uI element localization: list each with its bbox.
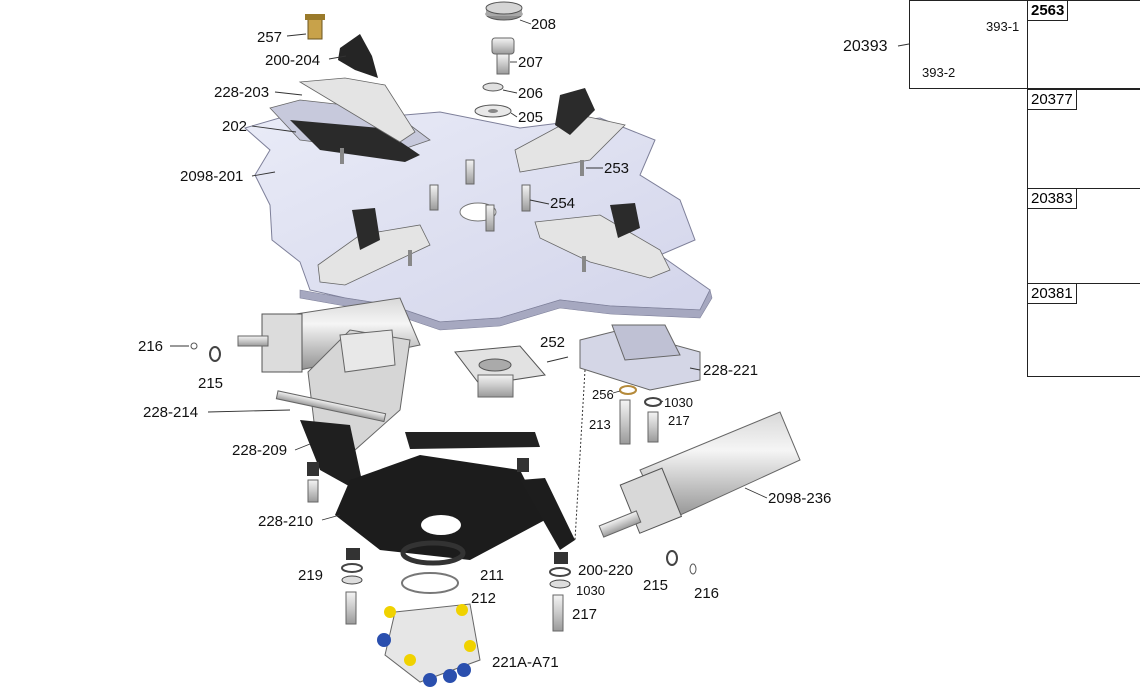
part-label-1030-bottom: 1030: [576, 583, 605, 598]
accessory-box-2563: 2563: [1027, 0, 1140, 89]
part-label-257: 257: [257, 29, 283, 46]
accessory-box-20377: 20377: [1027, 89, 1140, 189]
part-252: [454, 345, 546, 398]
part-label-228-203: 228-203: [214, 84, 270, 101]
part-label-228-210: 228-210: [258, 513, 314, 530]
kit-part-393-2: 393-2: [922, 65, 956, 80]
part-label-228-221: 228-221: [703, 362, 759, 379]
part-label-213: 213: [589, 417, 611, 432]
part-label-221A-A71: 221A-A71: [492, 654, 559, 671]
clamp-rails: [269, 77, 671, 286]
part-label-212: 212: [471, 590, 497, 607]
accessory-code-20383: 20383: [1028, 189, 1077, 209]
part-label-217-right: 217: [668, 413, 690, 428]
part-label-215-right: 215: [643, 577, 669, 594]
accessory-code-20381: 20381: [1028, 284, 1077, 304]
part-label-208: 208: [531, 16, 557, 33]
part-label-200-204: 200-204: [265, 52, 321, 69]
part-label-228-209: 228-209: [232, 442, 288, 459]
part-label-216-left: 216: [138, 338, 164, 355]
part-label-228-214: 228-214: [143, 404, 199, 421]
kit-code-20393: 20393: [843, 38, 888, 55]
accessory-box-20383: 20383: [1027, 188, 1140, 284]
part-label-1030-right: 1030: [664, 395, 693, 410]
kit-20393-box: [909, 0, 1029, 89]
part-label-256: 256: [592, 387, 614, 402]
part-label-2098-236: 2098-236: [768, 490, 832, 507]
part-label-215-left: 215: [198, 375, 224, 392]
base-plate: [335, 432, 575, 594]
part-label-202: 202: [222, 118, 248, 135]
part-label-252: 252: [540, 334, 566, 351]
plate-bolts: [340, 148, 586, 272]
accessory-code-2563: 2563: [1028, 1, 1069, 21]
accessory-code-20377: 20377: [1028, 90, 1077, 110]
bracket-assembly: [275, 329, 411, 495]
part-label-253: 253: [604, 160, 630, 177]
kit-part-393-1: 393-1: [986, 19, 1020, 34]
part-label-200-220: 200-220: [578, 562, 634, 579]
part-label-216-right: 216: [694, 585, 720, 602]
leader-lines: [170, 19, 1024, 521]
block-228-221: [574, 324, 701, 541]
part-label-2098-201: 2098-201: [180, 168, 244, 185]
bottom-fasteners: [307, 385, 662, 632]
part-label-205: 205: [518, 109, 544, 126]
valve-221A-A71: [377, 603, 481, 687]
part-label-206: 206: [518, 85, 544, 102]
right-cylinder: [598, 411, 801, 575]
part-label-207: 207: [518, 54, 544, 71]
part-label-217-bottom: 217: [572, 606, 598, 623]
part-label-211: 211: [480, 567, 504, 584]
accessory-box-20381: 20381: [1027, 283, 1140, 377]
part-label-254: 254: [550, 195, 576, 212]
part-label-219: 219: [298, 567, 324, 584]
top-small-parts: [305, 1, 523, 118]
